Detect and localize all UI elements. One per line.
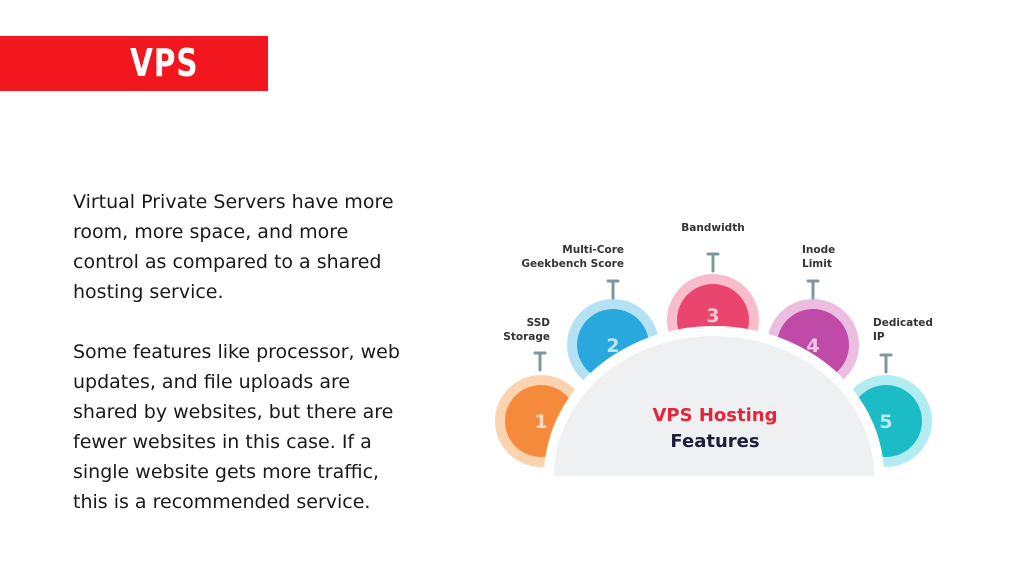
feature-number-4: 4 <box>806 335 819 357</box>
feature-label-1-line-2: Storage <box>503 331 550 343</box>
center-title-line-1: VPS Hosting <box>653 405 778 426</box>
title-banner: VPS <box>0 36 268 91</box>
connector-2 <box>606 279 620 300</box>
connector-4 <box>806 279 820 300</box>
feature-number-1: 1 <box>534 411 547 433</box>
feature-label-1-line-1: SSD <box>527 317 551 329</box>
vps-features-infographic: 1 2 3 4 5 VPS Hosting Features <box>480 200 960 500</box>
feature-label-2-line-2: Geekbench Score <box>521 258 624 270</box>
center-semicircle <box>554 336 874 476</box>
feature-label-3: Bandwidth <box>681 222 744 234</box>
feature-number-3: 3 <box>706 305 719 327</box>
description-text: Virtual Private Servers have more room, … <box>73 187 403 517</box>
feature-number-2: 2 <box>606 335 619 357</box>
feature-label-4-line-2: Limit <box>802 258 832 270</box>
center-title-line-2: Features <box>670 431 759 452</box>
paragraph-2: Some features like processor, web update… <box>73 341 400 513</box>
infographic-svg: 1 2 3 4 5 VPS Hosting Features <box>495 222 933 476</box>
feature-number-5: 5 <box>879 411 892 433</box>
paragraph-1: Virtual Private Servers have more room, … <box>73 191 394 303</box>
feature-label-5-line-2: IP <box>873 331 885 343</box>
feature-label-2-line-1: Multi-Core <box>562 244 624 256</box>
page-title: VPS <box>130 41 199 85</box>
connector-1 <box>533 351 547 372</box>
connector-3 <box>706 252 720 273</box>
feature-label-5-line-1: Dedicated <box>873 317 933 329</box>
connector-5 <box>879 353 893 374</box>
feature-label-4-line-1: Inode <box>802 244 835 256</box>
